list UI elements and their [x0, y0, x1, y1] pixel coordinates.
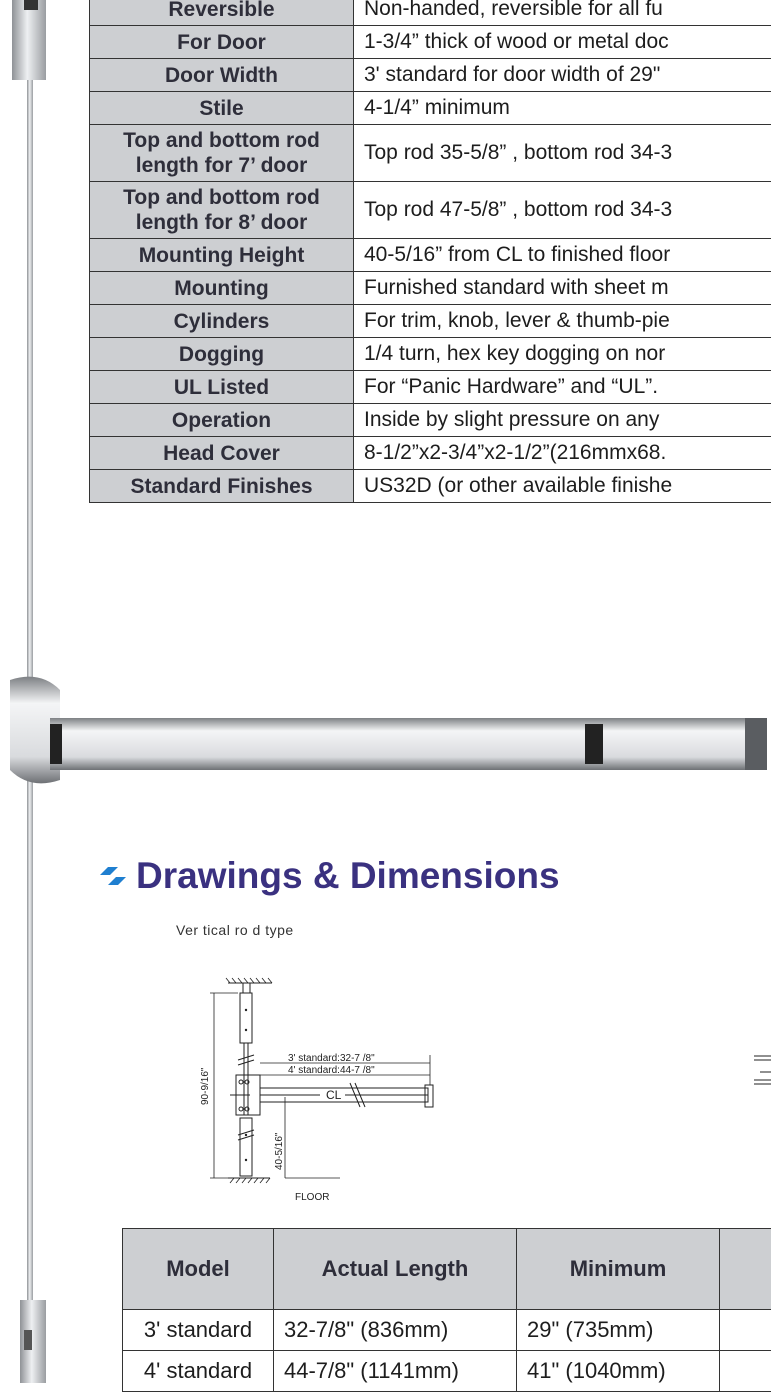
parallelogram-logo-icon	[98, 867, 128, 885]
dimensions-table: Model Actual Length Minimum 3' standard …	[122, 1228, 771, 1392]
spec-label: Standard Finishes	[90, 470, 354, 503]
table-cell: 41" (1040mm)	[517, 1351, 720, 1392]
spec-label: Top and bottom rod length for 8’ door	[90, 182, 354, 239]
spec-label: Top and bottom rod length for 7’ door	[90, 125, 354, 182]
spec-label: Dogging	[90, 338, 354, 371]
vertical-rod-drawing: 3' standard:32-7 /8" 4' standard:44-7 /8…	[190, 975, 450, 1215]
section-heading: Drawings & Dimensions	[98, 855, 560, 897]
spec-label: Operation	[90, 404, 354, 437]
spec-value: Furnished standard with sheet m	[354, 272, 771, 305]
column-header	[720, 1229, 771, 1310]
spec-value: Inside by slight pressure on any	[354, 404, 771, 437]
spec-value: 4-1/4” minimum	[354, 92, 771, 125]
spec-value: Top rod 47-5/8” , bottom rod 34-3	[354, 182, 771, 239]
spec-value: Top rod 35-5/8” , bottom rod 34-3	[354, 125, 771, 182]
spec-label: Head Cover	[90, 437, 354, 470]
column-header: Actual Length	[274, 1229, 517, 1310]
drawing-subtitle: Ver tical ro d type	[176, 922, 294, 938]
spec-value: 1/4 turn, hex key dogging on nor	[354, 338, 771, 371]
table-row: 4' standard 44-7/8" (1141mm) 41" (1040mm…	[123, 1351, 771, 1392]
spec-value: For trim, knob, lever & thumb-pie	[354, 305, 771, 338]
dim-4-standard: 4' standard:44-7 /8"	[288, 1065, 375, 1076]
spec-value: 1-3/4” thick of wood or metal doc	[354, 26, 771, 59]
push-bar-image	[0, 670, 771, 790]
spec-label: UL Listed	[90, 371, 354, 404]
table-cell: 29" (735mm)	[517, 1310, 720, 1351]
dimensions-header-row: Model Actual Length Minimum	[123, 1229, 771, 1310]
spec-value: 3' standard for door width of 29"	[354, 59, 771, 92]
column-header: Model	[123, 1229, 274, 1310]
spec-value: US32D (or other available finishe	[354, 470, 771, 503]
spec-label: Door Width	[90, 59, 354, 92]
spec-value: For “Panic Hardware” and “UL”.	[354, 371, 771, 404]
column-header: Minimum	[517, 1229, 720, 1310]
spec-label: Cylinders	[90, 305, 354, 338]
table-cell: 32-7/8" (836mm)	[274, 1310, 517, 1351]
dim-mount-height: 40-5/16"	[274, 1132, 285, 1170]
table-cell	[720, 1310, 771, 1351]
floor-label: FLOOR	[295, 1192, 329, 1203]
partial-drawing-fragment	[752, 1050, 771, 1092]
dim-overall-height: 90-9/16"	[200, 1067, 211, 1105]
spec-label: For Door	[90, 26, 354, 59]
dim-3-standard: 3' standard:32-7 /8"	[288, 1053, 375, 1064]
table-row: 3' standard 32-7/8" (836mm) 29" (735mm)	[123, 1310, 771, 1351]
section-title: Drawings & Dimensions	[136, 855, 560, 897]
table-cell	[720, 1351, 771, 1392]
spec-value: 8-1/2”x2-3/4”x2-1/2”(216mmx68.	[354, 437, 771, 470]
table-cell: 3' standard	[123, 1310, 274, 1351]
spec-label: Reversible	[90, 0, 354, 26]
table-cell: 4' standard	[123, 1351, 274, 1392]
spec-value: Non-handed, reversible for all fu	[354, 0, 771, 26]
spec-value: 40-5/16” from CL to finished floor	[354, 239, 771, 272]
centerline-label: CL	[326, 1088, 342, 1102]
spec-label: Mounting Height	[90, 239, 354, 272]
spec-label: Stile	[90, 92, 354, 125]
table-cell: 44-7/8" (1141mm)	[274, 1351, 517, 1392]
spec-label: Mounting	[90, 272, 354, 305]
